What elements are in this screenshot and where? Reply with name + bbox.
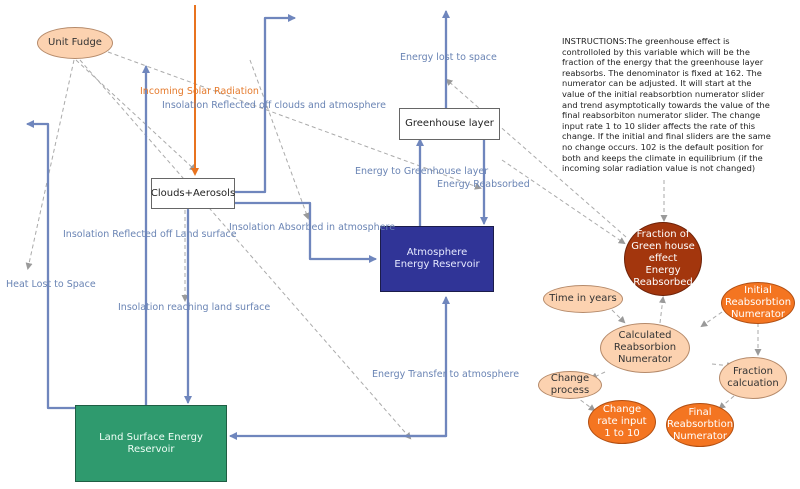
energy-to-greenhouse-label: Energy to Greenhouse layer (355, 166, 489, 177)
energy-reabsorbed-label: Energy Reabsorbed (437, 179, 530, 190)
instructions-text: INSTRUCTIONS:The greenhouse effect is co… (562, 36, 771, 174)
atmosphere-energy-reservoir[interactable]: Atmosphere Energy Reservoir (380, 226, 494, 292)
reaching-land-label: Insolation reaching land surface (118, 302, 271, 313)
initial-reabsorbtion-numerator-node[interactable]: Initial Reabsorbtion Numerator (721, 282, 795, 324)
fraction-calculation-node[interactable]: Fraction calcuation (719, 357, 787, 399)
greenhouse-layer-box[interactable]: Greenhouse layer (399, 108, 500, 140)
energy-flows (26, 10, 488, 440)
info-links (25, 51, 762, 440)
calculated-reabsorbion-numerator-node[interactable]: Calculated Reabsorbion Numerator (600, 323, 690, 373)
final-reabsorbtion-numerator-node[interactable]: Final Reabsorbtion Numerator (666, 403, 734, 447)
energy-transfer-atmosphere-label: Energy Transfer to atmosphere (372, 369, 520, 380)
clouds-aerosols-box[interactable]: Clouds+Aerosols (151, 178, 235, 209)
time-in-years-node[interactable]: Time in years (543, 285, 623, 313)
change-rate-input-node[interactable]: Change rate input 1 to 10 (588, 400, 656, 444)
energy-lost-space-label: Energy lost to space (400, 52, 497, 63)
land-surface-energy-reservoir[interactable]: Land Surface Energy Reservoir (75, 405, 227, 482)
unit-fudge-node[interactable]: Unit Fudge (37, 27, 113, 59)
incoming-solar-label: Incoming Solar Radiation (140, 86, 259, 97)
change-process-node[interactable]: Change process (538, 371, 602, 399)
reflected-clouds-label: Insolation Reflected off clouds and atmo… (162, 100, 386, 111)
fraction-reabsorbed-node[interactable]: Fraction of Green house effect Energy Re… (624, 222, 702, 296)
heat-lost-space-label: Heat Lost to Space (6, 279, 96, 290)
absorbed-atmosphere-label: Insolation Absorbed in atmosphere (229, 222, 396, 233)
reflected-land-label: Insolation Reflected off Land surface (63, 229, 237, 240)
